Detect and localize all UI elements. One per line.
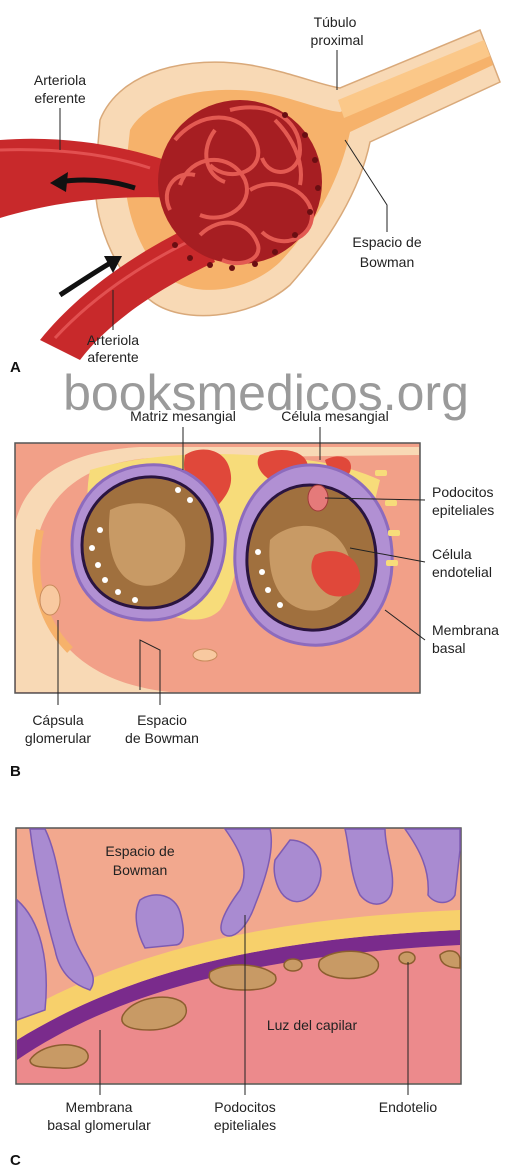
label-endotelio: Endotelio: [379, 1099, 438, 1115]
label-aferente-2: aferente: [87, 349, 139, 365]
label-espacio-b-1: Espacio: [137, 712, 187, 728]
label-bowman-a-1: Espacio de: [352, 234, 421, 250]
watermark: booksmedicos.org: [63, 365, 469, 421]
label-eferente-1: Arteriola: [34, 72, 86, 88]
label-endotelial-1: Célula: [432, 546, 472, 562]
label-espacio-c-1: Espacio de: [105, 843, 174, 859]
panel-a-letter: A: [10, 359, 21, 376]
label-podocitos-c-1: Podocitos: [214, 1099, 275, 1115]
label-celula-mesangial: Célula mesangial: [281, 408, 388, 424]
label-membrana-c-1: Membrana: [66, 1099, 133, 1115]
label-capsula-2: glomerular: [25, 730, 91, 746]
panel-b-letter: B: [10, 763, 21, 780]
label-tubulo-2: proximal: [311, 32, 364, 48]
label-eferente-2: eferente: [34, 90, 86, 106]
label-luz: Luz del capilar: [267, 1017, 358, 1033]
label-podocitos-b-2: epiteliales: [432, 502, 494, 518]
label-espacio-c-2: Bowman: [113, 862, 167, 878]
label-bowman-a-2: Bowman: [360, 254, 414, 270]
label-aferente-1: Arteriola: [87, 332, 139, 348]
label-capsula-1: Cápsula: [32, 712, 84, 728]
label-tubulo-1: Túbulo: [314, 14, 357, 30]
label-membrana-b-2: basal: [432, 640, 465, 656]
label-membrana-b-1: Membrana: [432, 622, 499, 638]
label-espacio-b-2: de Bowman: [125, 730, 199, 746]
label-endotelial-2: endotelial: [432, 564, 492, 580]
panel-c-letter: C: [10, 1152, 21, 1169]
label-membrana-c-2: basal glomerular: [47, 1117, 151, 1133]
label-matriz: Matriz mesangial: [130, 408, 236, 424]
label-podocitos-c-2: epiteliales: [214, 1117, 276, 1133]
panel-b-illustration: [15, 443, 420, 693]
panel-c-illustration: [16, 828, 461, 1084]
label-podocitos-b-1: Podocitos: [432, 484, 493, 500]
